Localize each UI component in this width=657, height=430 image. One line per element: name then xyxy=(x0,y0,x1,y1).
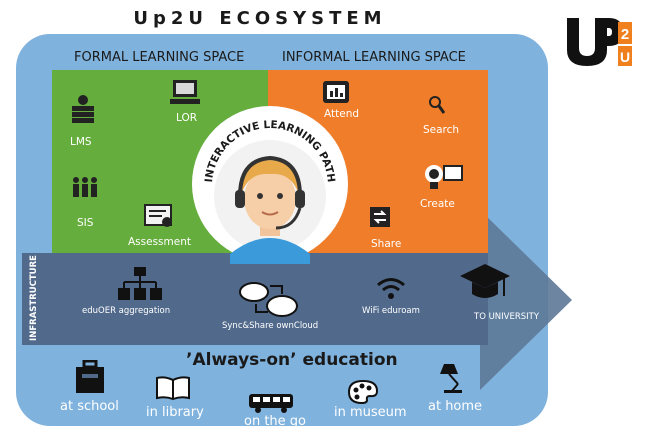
library-label: in library xyxy=(146,405,204,420)
sis-label: SIS xyxy=(77,217,94,229)
search-icon xyxy=(429,96,446,114)
wifi-icon xyxy=(377,278,405,299)
lms-label: LMS xyxy=(70,136,92,148)
share-icon xyxy=(370,207,390,227)
assessment-label: Assessment xyxy=(128,236,191,248)
sis-icon xyxy=(73,177,97,197)
informal-space-label: INFORMAL LEARNING SPACE xyxy=(282,50,466,65)
up2u-logo: 2 U xyxy=(567,18,632,66)
svg-text:2: 2 xyxy=(621,26,629,43)
home-label: at home xyxy=(428,399,483,414)
bus-icon xyxy=(249,394,293,413)
sync-label: Sync&Share ownCloud xyxy=(222,321,319,331)
eduoer-icon xyxy=(118,267,162,300)
create-label: Create xyxy=(420,198,455,210)
on-the-go-label: on the go xyxy=(244,414,306,429)
infrastructure-label: INFRASTRUCTURE xyxy=(28,255,39,341)
attend-label: Attend xyxy=(324,108,360,120)
wifi-label: WiFi eduroam xyxy=(362,306,420,316)
share-label: Share xyxy=(371,238,402,250)
graduation-cap-icon xyxy=(460,264,510,298)
lms-icon xyxy=(72,95,94,123)
school-bag-icon xyxy=(76,360,104,393)
formal-space-label: FORMAL LEARNING SPACE xyxy=(74,50,245,65)
eduoer-label: eduOER aggregation xyxy=(82,306,171,316)
school-label: at school xyxy=(60,399,119,414)
attend-icon xyxy=(323,81,349,103)
svg-text:U: U xyxy=(620,49,630,65)
museum-label: in museum xyxy=(334,405,407,420)
palette-icon xyxy=(348,380,378,404)
interactive-learning-path: INTERACTIVE LEARNING PATH xyxy=(192,106,348,264)
always-on-title: ’Always-on’ education xyxy=(186,350,398,370)
lamp-icon xyxy=(440,364,462,393)
search-label: Search xyxy=(423,124,460,136)
university-label: TO UNIVERSITY xyxy=(474,312,540,322)
cloud-sync-icon xyxy=(239,282,298,317)
diagram-title: Up2U ECOSYSTEM xyxy=(133,8,387,29)
lor-icon xyxy=(170,80,200,104)
camera-icon xyxy=(425,165,463,189)
book-icon xyxy=(156,376,190,400)
lor-label: LOR xyxy=(176,112,198,124)
infrastructure-label-box: INFRASTRUCTURE xyxy=(18,253,58,345)
assessment-icon xyxy=(144,204,172,227)
